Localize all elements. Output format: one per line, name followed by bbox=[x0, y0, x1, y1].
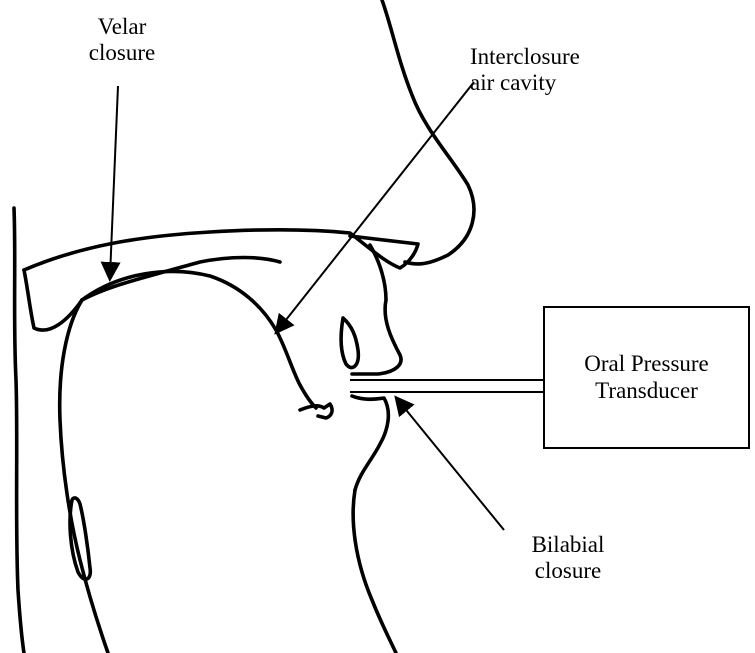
velar-closure-label: Velar closure bbox=[62, 14, 182, 66]
transducer-label: Oral Pressure Transducer bbox=[545, 350, 748, 404]
tongue-outline bbox=[82, 271, 316, 408]
oral-pressure-transducer-box: Oral Pressure Transducer bbox=[543, 306, 750, 449]
palate-line bbox=[24, 230, 418, 270]
velar-label-line2: closure bbox=[62, 40, 182, 66]
interclosure-arrow bbox=[278, 82, 474, 330]
bilabial-closure-label: Bilabial closure bbox=[503, 532, 633, 584]
transducer-label-line2: Transducer bbox=[545, 377, 748, 404]
nose-outline bbox=[382, 0, 474, 264]
lower-incisor-outline bbox=[300, 404, 332, 418]
bilabial-label-line2: closure bbox=[503, 558, 633, 584]
chin-outline bbox=[353, 490, 396, 653]
transducer-label-line1: Oral Pressure bbox=[545, 350, 748, 377]
lower-jaw-outline bbox=[60, 300, 108, 653]
pharyngeal-wall-line bbox=[14, 208, 24, 653]
bilabial-arrow bbox=[398, 400, 504, 530]
velar-arrow bbox=[110, 86, 118, 276]
upper-incisor-outline bbox=[341, 318, 358, 368]
interclosure-label-line1: Interclosure bbox=[470, 44, 670, 70]
lower-lip-outline bbox=[352, 396, 388, 490]
velar-label-line1: Velar bbox=[62, 14, 182, 40]
interclosure-label-line2: air cavity bbox=[470, 70, 670, 96]
bilabial-label-line1: Bilabial bbox=[503, 532, 633, 558]
interclosure-cavity-label: Interclosure air cavity bbox=[470, 44, 670, 96]
